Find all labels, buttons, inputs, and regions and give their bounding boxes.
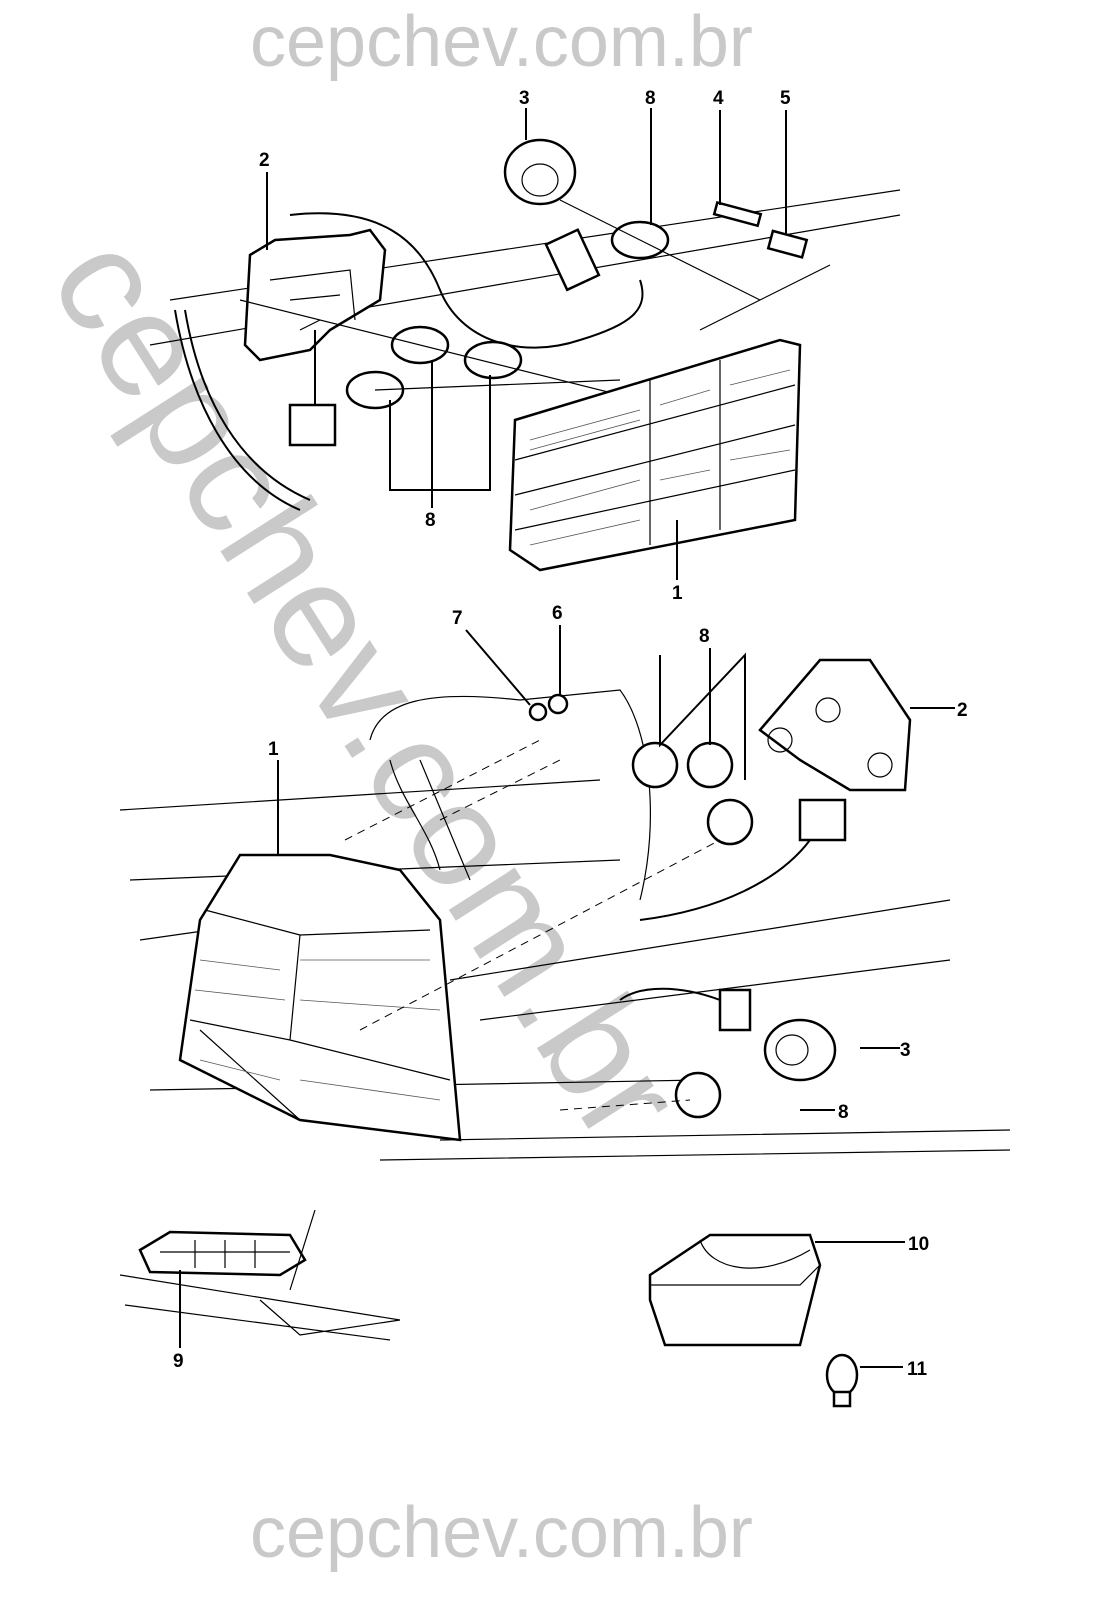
top-assembly — [149, 108, 901, 580]
screw — [712, 200, 763, 228]
connector — [288, 403, 337, 447]
tail-lamp-assembly — [508, 338, 802, 572]
license-plate-light — [648, 1233, 905, 1347]
callout-6: 6 — [552, 603, 563, 624]
bulb-holder-plate — [243, 228, 387, 447]
bulbs-front — [631, 741, 754, 1119]
watermark-bottom: cepchev.com.br — [250, 1493, 753, 1573]
callout-11: 11 — [907, 1359, 928, 1380]
callout-10: 10 — [908, 1234, 929, 1255]
socket-3 — [503, 138, 601, 292]
wire-bundle — [174, 309, 311, 511]
callout-8-middle-group: 8 — [699, 626, 710, 647]
callout-2-middle: 2 — [957, 700, 968, 721]
callout-7: 7 — [452, 608, 463, 629]
connector — [544, 228, 601, 292]
tail-lamp-assembly-front — [178, 853, 462, 1142]
callout-3-top: 3 — [519, 88, 530, 109]
wire-harness — [289, 212, 644, 349]
connector — [718, 988, 752, 1032]
spacer — [766, 229, 809, 259]
bulb-holder-plate-front — [639, 658, 912, 921]
nut — [547, 693, 569, 715]
socket-3-front — [619, 987, 837, 1082]
third-brake-light — [119, 1209, 401, 1348]
connector — [798, 798, 847, 842]
callout-4: 4 — [713, 88, 724, 109]
callout-8-top-upper: 8 — [645, 88, 656, 109]
callout-9: 9 — [173, 1351, 184, 1372]
callout-labels: 3 8 4 5 2 8 1 7 6 8 2 1 3 8 10 9 11 — [173, 88, 968, 1380]
callout-8-top-group: 8 — [425, 510, 436, 531]
callout-1-middle: 1 — [268, 739, 279, 760]
middle-assembly — [119, 625, 1011, 1161]
callout-2-top: 2 — [259, 150, 270, 171]
callout-8-middle-lower: 8 — [838, 1102, 849, 1123]
washer — [528, 702, 548, 722]
license-bulb — [825, 1353, 903, 1408]
callout-1-top: 1 — [672, 583, 683, 604]
callout-3-middle: 3 — [900, 1040, 911, 1061]
bulbs — [345, 220, 670, 410]
watermark-top: cepchev.com.br — [250, 2, 753, 82]
callout-5: 5 — [780, 88, 791, 109]
